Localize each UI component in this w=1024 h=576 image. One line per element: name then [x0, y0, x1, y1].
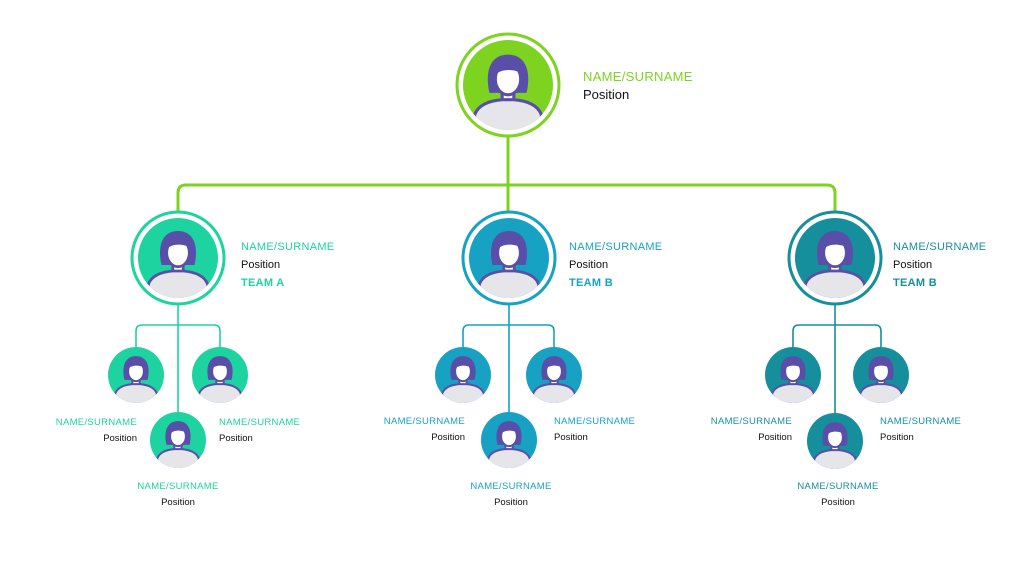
- team-c-member-left-position: Position: [758, 432, 792, 443]
- team-c-member-right-avatar: [853, 347, 909, 403]
- team-a-member-left-avatar: [108, 347, 164, 403]
- team-b-lead-position: Position: [569, 259, 609, 271]
- team-c-member-bottom-name: NAME/SURNAME: [797, 481, 879, 492]
- team-c-member-right-position: Position: [880, 432, 914, 443]
- team-a-member-right-avatar: [192, 347, 248, 403]
- root-avatar: [455, 32, 561, 138]
- team-a-member-bottom-avatar: [150, 412, 206, 468]
- team-a-lead-position: Position: [241, 259, 281, 271]
- team-b-member-right-name: NAME/SURNAME: [554, 416, 636, 427]
- root-name: NAME/SURNAME: [583, 69, 693, 84]
- team-b-lead-avatar: [461, 210, 557, 306]
- team-b-member-left-position: Position: [431, 432, 465, 443]
- team-b-member-left-avatar: [435, 347, 491, 403]
- team-c-member-bottom-avatar: [807, 413, 863, 469]
- team-c-branch-line: [792, 324, 882, 348]
- connector-lines: [135, 128, 882, 414]
- team-b-member-right-avatar: [526, 347, 582, 403]
- team-a-member-bottom-position: Position: [161, 497, 195, 508]
- team-b-branch-line: [462, 324, 555, 348]
- team-b-member-bottom-name: NAME/SURNAME: [470, 481, 552, 492]
- team-c-lead-avatar: [787, 210, 883, 306]
- team-b-label: TEAM B: [569, 277, 613, 289]
- team-a-member-left-name: NAME/SURNAME: [55, 417, 137, 428]
- person-icon: [196, 356, 244, 403]
- team-b-member-bottom-avatar: [481, 412, 537, 468]
- team-a-lead-avatar: [130, 210, 226, 306]
- team-a-member-right-name: NAME/SURNAME: [219, 417, 301, 428]
- team-a-member-right-position: Position: [219, 433, 253, 444]
- team-b-member-left-name: NAME/SURNAME: [383, 416, 465, 427]
- team-a-member-left-position: Position: [103, 433, 137, 444]
- team-c-lead-position: Position: [893, 259, 933, 271]
- team-a-member-bottom-name: NAME/SURNAME: [137, 481, 219, 492]
- team-b-member-right-position: Position: [554, 432, 588, 443]
- team-b-lead-name: NAME/SURNAME: [569, 241, 663, 253]
- team-a-label: TEAM A: [241, 277, 285, 289]
- team-a-branch-line: [135, 324, 221, 348]
- team-c-member-right-name: NAME/SURNAME: [880, 416, 962, 427]
- team-c-label: TEAM B: [893, 277, 937, 289]
- root-position: Position: [583, 87, 630, 102]
- team-c-lead-name: NAME/SURNAME: [893, 241, 987, 253]
- team-c-member-left-avatar: [765, 347, 821, 403]
- team-b-member-bottom-position: Position: [494, 497, 528, 508]
- team-c-member-left-name: NAME/SURNAME: [710, 416, 792, 427]
- team-c-member-bottom-position: Position: [821, 497, 855, 508]
- team-a-lead-name: NAME/SURNAME: [241, 241, 335, 253]
- person-nodes: [108, 32, 909, 469]
